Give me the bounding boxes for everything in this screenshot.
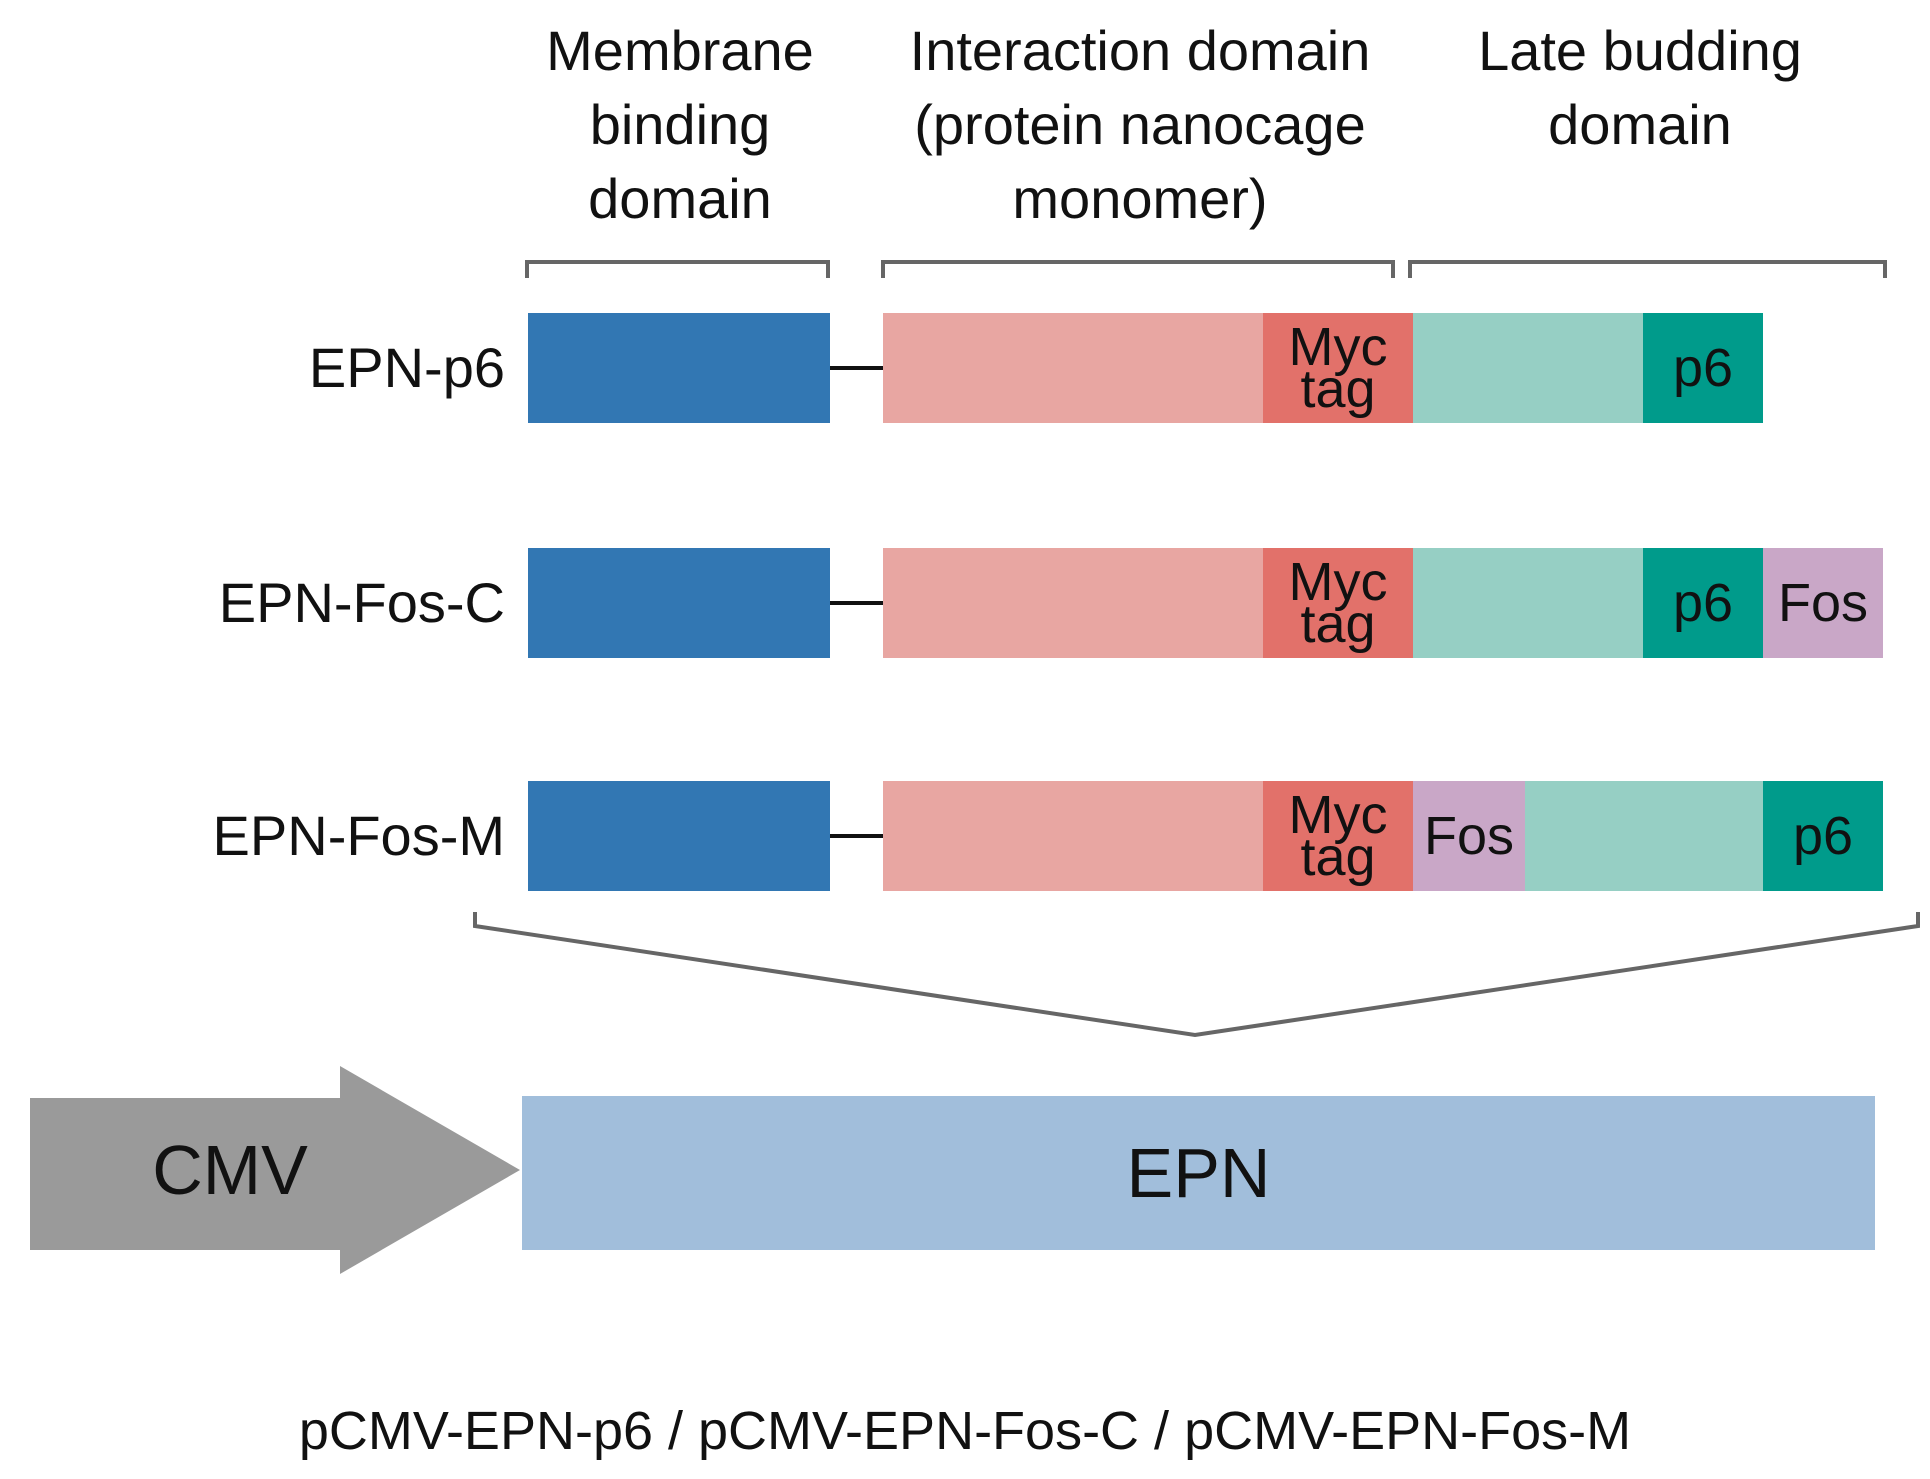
late-budding-segment (1525, 781, 1763, 891)
linker (830, 366, 883, 370)
cmv-promoter-label: CMV (152, 1131, 308, 1209)
interaction-segment (883, 313, 1263, 423)
membrane-binding-segment (528, 548, 830, 658)
interaction-segment (883, 548, 1263, 658)
p6-segment (1643, 313, 1763, 423)
late-budding-segment (1413, 313, 1643, 423)
header-interaction-domain: Interaction domain (protein nanocage mon… (909, 19, 1371, 230)
fos-label: Fos (1777, 573, 1869, 633)
header-late-budding-domain: Late budding domain (1478, 19, 1802, 156)
myc-tag-label: Myc tag (1263, 548, 1413, 658)
membrane-binding-segment (528, 781, 830, 891)
fos-label: Fos (1423, 806, 1515, 866)
bracket-membrane (525, 260, 830, 278)
p6-label: p6 (1792, 806, 1854, 866)
myc-tag-segment (1263, 781, 1413, 891)
fos-segment (1413, 781, 1525, 891)
myc-text: Myc (1288, 317, 1388, 377)
myc-tag-segment (1263, 548, 1413, 658)
p6-label: p6 (1672, 573, 1734, 633)
myc-text: Myc (1288, 552, 1388, 612)
late-budding-segment (1413, 548, 1643, 658)
linker (830, 834, 883, 838)
p6-label: p6 (1672, 338, 1734, 398)
tag-text: tag (1300, 594, 1376, 654)
epn-gene-label: EPN (1126, 1134, 1271, 1212)
tag-text: tag (1300, 827, 1376, 887)
epn-gene-block (522, 1096, 1875, 1250)
plasmid-caption: pCMV-EPN-p6 / pCMV-EPN-Fos-C / pCMV-EPN-… (298, 1401, 1632, 1461)
myc-tag-label: Myc tag (1263, 781, 1413, 891)
membrane-binding-segment (528, 313, 830, 423)
fos-segment (1763, 548, 1883, 658)
construct-label-epn-p6: EPN-p6 (308, 336, 505, 399)
p6-segment (1643, 548, 1763, 658)
construct-label-epn-fos-c: EPN-Fos-C (218, 571, 505, 634)
bracket-interaction (881, 260, 1395, 278)
construct-label-epn-fos-m: EPN-Fos-M (212, 804, 505, 867)
myc-tag-segment (1263, 313, 1413, 423)
bracket-expansion (473, 912, 1920, 1038)
tag-text: tag (1300, 359, 1376, 419)
header-membrane-binding-domain: Membrane binding domain (546, 19, 814, 230)
myc-tag-label: Myc tag (1263, 313, 1413, 423)
myc-text: Myc (1288, 785, 1388, 845)
linker (830, 601, 883, 605)
interaction-segment (883, 781, 1263, 891)
bracket-late-budding (1408, 260, 1887, 278)
p6-segment (1763, 781, 1883, 891)
cmv-arrow-icon (30, 1066, 520, 1274)
